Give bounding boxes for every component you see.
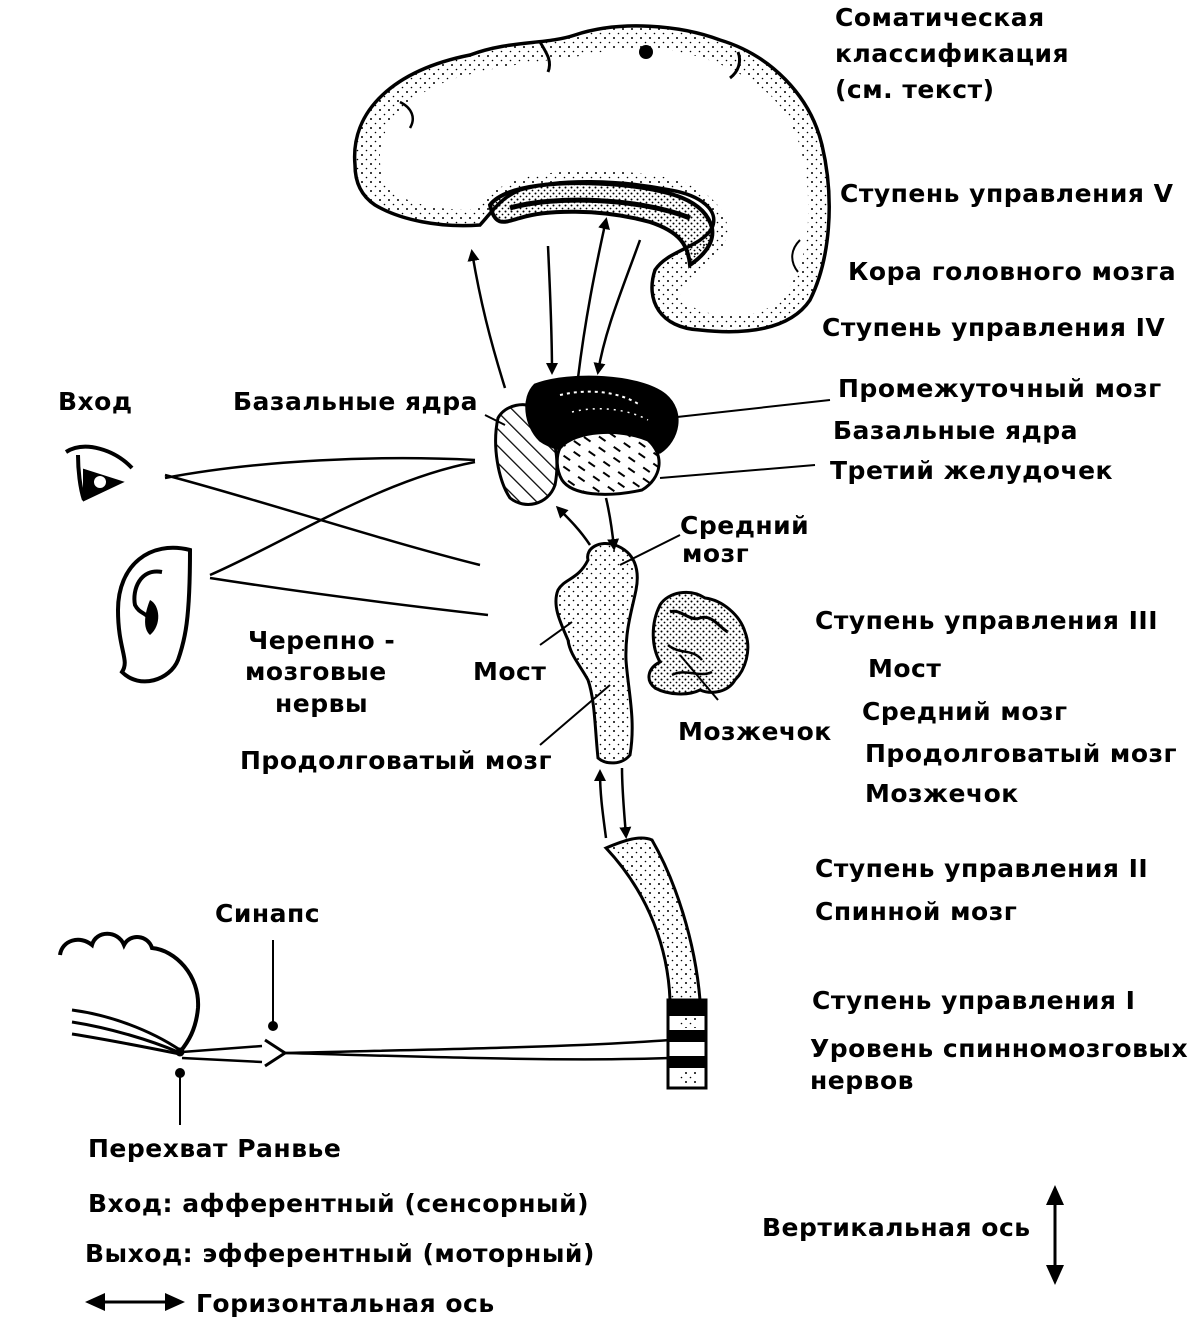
level-iv-label: Ступень управления IV [822,313,1166,342]
cortex-shape [352,24,831,334]
midbrain-label-line2: мозг [682,539,750,568]
spinal-arrows [594,767,632,839]
medulla-label: Продолговатый мозг [240,746,553,775]
eye-icon [64,444,134,502]
diencephalon-cluster [494,375,679,506]
spinal-nerves-label-line1: Уровень спинномозговых [810,1034,1189,1063]
ranvier-node-label: Перехват Ранвье [88,1134,342,1163]
level-iii-midbrain: Средний мозг [862,697,1068,726]
cerebellum-label: Мозжечок [678,717,832,746]
somatic-label-line2: классификация [835,39,1070,68]
somatic-label-line3: (см. текст) [835,75,995,104]
level-v-label: Ступень управления V [840,179,1174,208]
cortex-label: Кора головного мозга [848,257,1177,286]
vertical-axis-arrow [1046,1185,1064,1285]
level-i-label: Ступень управления I [812,986,1136,1015]
midbrain-label-line1: Средний [680,511,810,540]
brainstem-shape [554,542,639,765]
horizontal-axis-arrow [85,1293,185,1311]
third-ventricle-label: Третий желудочек [830,456,1114,485]
level-ii-label: Ступень управления II [815,854,1149,883]
input-label: Вход [58,387,133,416]
pons-label: Мост [473,657,547,686]
level-iii-medulla: Продолговатый мозг [865,739,1178,768]
spinal-nerves-label-line2: нервов [810,1066,914,1095]
cranial-nerves-label-line2: мозговые [245,657,387,686]
spinal-cord-label: Спинной мозг [815,897,1018,926]
output-efferent-label: Выход: эфферентный (моторный) [85,1239,595,1268]
level-iii-cerebellum: Мозжечок [865,779,1019,808]
level-iii-label: Ступень управления III [815,606,1159,635]
basal-nuclei-left-label: Базальные ядра [233,387,478,416]
vertical-axis-label: Вертикальная ось [762,1213,1031,1242]
cranial-nerves-label-line3: нервы [275,689,369,718]
neuron-drawing [58,931,671,1125]
synapse-label: Синапс [215,899,321,928]
spinal-cord-shape [603,836,708,1090]
horizontal-axis-label: Горизонтальная ось [196,1289,495,1318]
midbrain-arrows [555,497,620,551]
input-afferent-label: Вход: афферентный (сенсорный) [88,1189,590,1218]
cerebellum-shape [647,590,750,696]
diencephalon-label: Промежуточный мозг [838,374,1162,403]
basal-nuclei-right-label: Базальные ядра [833,416,1078,445]
cortex-arrows [467,217,642,389]
level-iii-pons: Мост [868,654,942,683]
leader-lines [484,399,831,746]
ear-icon [115,545,193,684]
somatic-label-line1: Соматическая [835,3,1045,32]
cranial-nerves-label-line1: Черепно - [248,626,396,655]
cranial-nerve-lines [164,456,489,617]
